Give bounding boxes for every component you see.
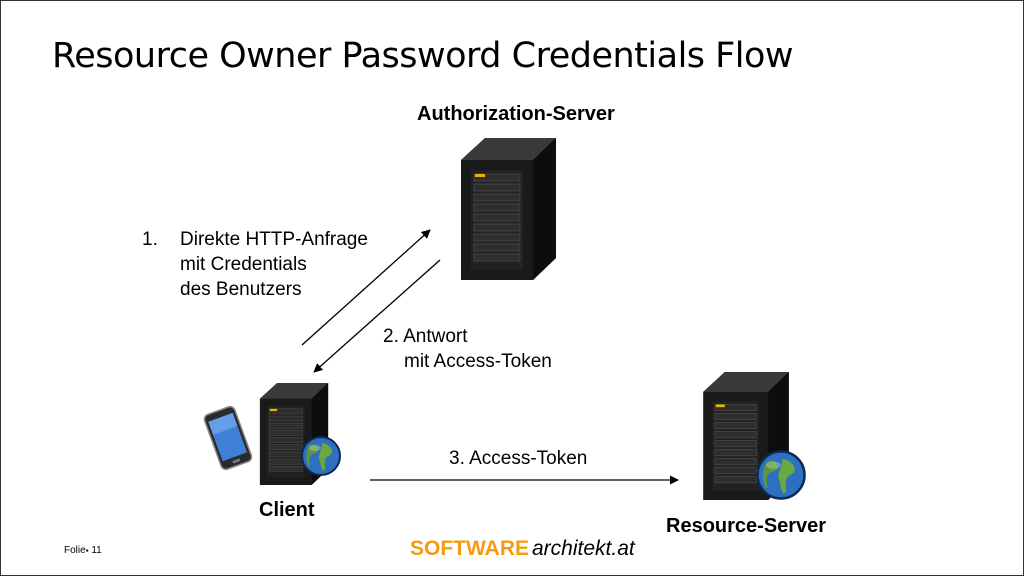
bullet-icon: ▪ <box>85 546 89 555</box>
server-rack-icon <box>703 372 789 500</box>
arrow-client-to-auth <box>301 229 431 346</box>
arrow-auth-to-client <box>313 259 441 373</box>
client-label: Client <box>259 499 315 521</box>
globe-icon <box>301 436 341 476</box>
step1-text: 1. Direkte HTTP-Anfrage mit Credentials … <box>142 227 368 302</box>
brand-architekt: architekt.at <box>532 537 635 560</box>
slide-number: Folie▪ 11 <box>64 545 102 556</box>
step1-line2: mit Credentials <box>180 254 307 275</box>
step3-label: 3. Access-Token <box>449 448 588 469</box>
smartphone-icon <box>203 405 253 471</box>
brand-software: SOFTWARE <box>410 537 529 560</box>
step2-text: 2. Antwort mit Access-Token <box>383 324 552 374</box>
authorization-server-label: Authorization-Server <box>417 103 615 125</box>
footer-label: Folie <box>64 545 86 556</box>
globe-icon <box>756 450 806 500</box>
step1-number: 1. <box>142 229 158 250</box>
server-rack-icon <box>461 138 556 280</box>
step1-line3: des Benutzers <box>180 279 302 300</box>
step2-line1: 2. Antwort <box>383 326 468 347</box>
footer-number: 11 <box>91 545 102 556</box>
step2-line2: mit Access-Token <box>404 351 552 372</box>
resource-server-label: Resource-Server <box>666 515 827 537</box>
step1-line1: Direkte HTTP-Anfrage <box>180 229 368 250</box>
slide-title: Resource Owner Password Credentials Flow <box>52 36 794 76</box>
